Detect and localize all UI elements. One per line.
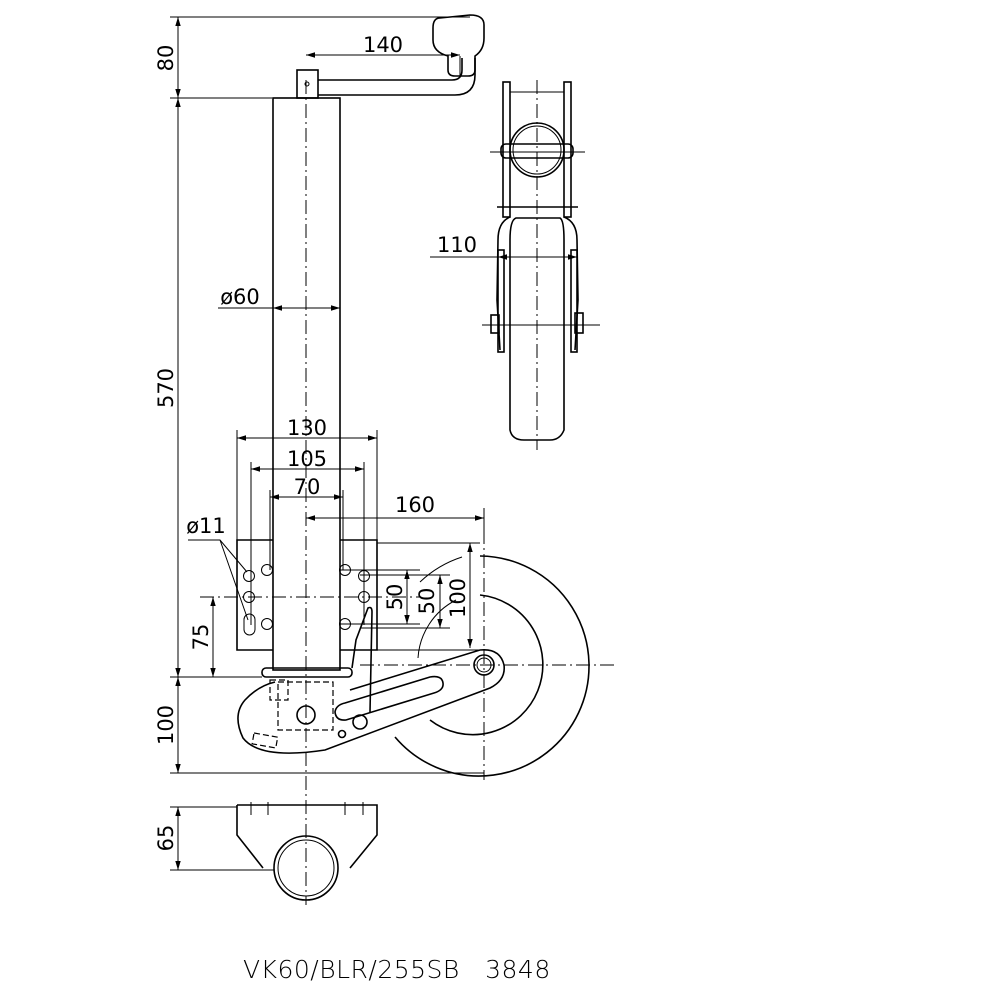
dim-hole-spacing-outer: 105: [287, 447, 327, 471]
dim-vertical-spacing-b: 50: [415, 588, 439, 615]
tube: [261, 97, 353, 678]
dim-plate-height: 100: [446, 578, 470, 618]
side-view: [482, 81, 600, 441]
dim-plate-bottom: 75: [189, 624, 213, 651]
dim-bottom-height: 100: [154, 705, 178, 745]
dim-wheel-offset: 160: [395, 493, 435, 517]
dim-tube-diameter: ø60: [220, 285, 260, 309]
dim-crank-reach: 140: [363, 33, 403, 57]
drawing-title: VK60/BLR/255SB 3848: [243, 955, 551, 984]
dimension-lines: [170, 16, 577, 871]
dim-hole-spacing-inner: 70: [294, 475, 321, 499]
dim-hole-diameter: ø11: [186, 514, 226, 538]
dim-tube-length: 570: [154, 368, 178, 408]
dim-wheel-width: 110: [437, 233, 477, 257]
foot-plate: [236, 802, 378, 901]
dim-crank-height: 80: [154, 45, 178, 72]
mounting-plate: [236, 539, 378, 713]
dim-plate-width: 130: [287, 416, 327, 440]
dim-vertical-spacing-a: 50: [383, 584, 407, 611]
dim-foot-height: 65: [154, 825, 178, 852]
crank-handle: [296, 14, 485, 99]
swing-arm: [237, 648, 506, 754]
